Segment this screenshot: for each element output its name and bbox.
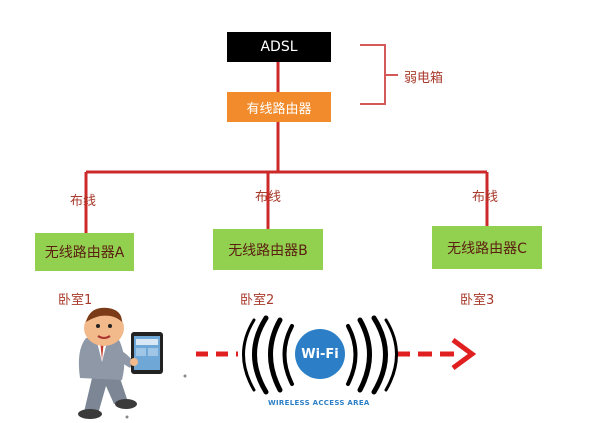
wired-router-box: 有线路由器 <box>227 92 331 122</box>
wireless-router-a-label: 无线路由器A <box>44 245 125 261</box>
bracket-label: 弱电箱 <box>404 71 444 86</box>
bracket-shape <box>360 44 398 105</box>
wireless-router-c: 无线路由器C <box>432 226 542 269</box>
wifi-logo-text: Wi-Fi <box>301 346 339 362</box>
wifi-logo-circle <box>295 329 345 379</box>
adsl-box: ADSL <box>227 32 331 62</box>
wireless-router-c-label: 无线路由器C <box>447 240 527 257</box>
wired-router-label: 有线路由器 <box>246 101 312 117</box>
cable-label-a: 布线 <box>70 194 97 209</box>
room-label-1: 卧室1 <box>58 293 93 308</box>
wireless-router-b: 无线路由器B <box>213 229 323 270</box>
room-label-2: 卧室2 <box>240 293 275 308</box>
wireless-router-a: 无线路由器A <box>35 233 134 271</box>
wifi-signal-icon <box>242 315 398 395</box>
adsl-label: ADSL <box>260 39 298 55</box>
wireless-router-b-label: 无线路由器B <box>228 242 308 259</box>
wifi-caption: WIRELESS ACCESS AREA <box>268 399 370 407</box>
cable-label-b: 布线 <box>255 190 282 205</box>
cable-label-c: 布线 <box>472 190 499 205</box>
dot-1 <box>183 374 187 378</box>
dashed-arrow <box>196 337 477 371</box>
dot-2 <box>125 415 129 419</box>
room-label-3: 卧室3 <box>460 293 495 308</box>
